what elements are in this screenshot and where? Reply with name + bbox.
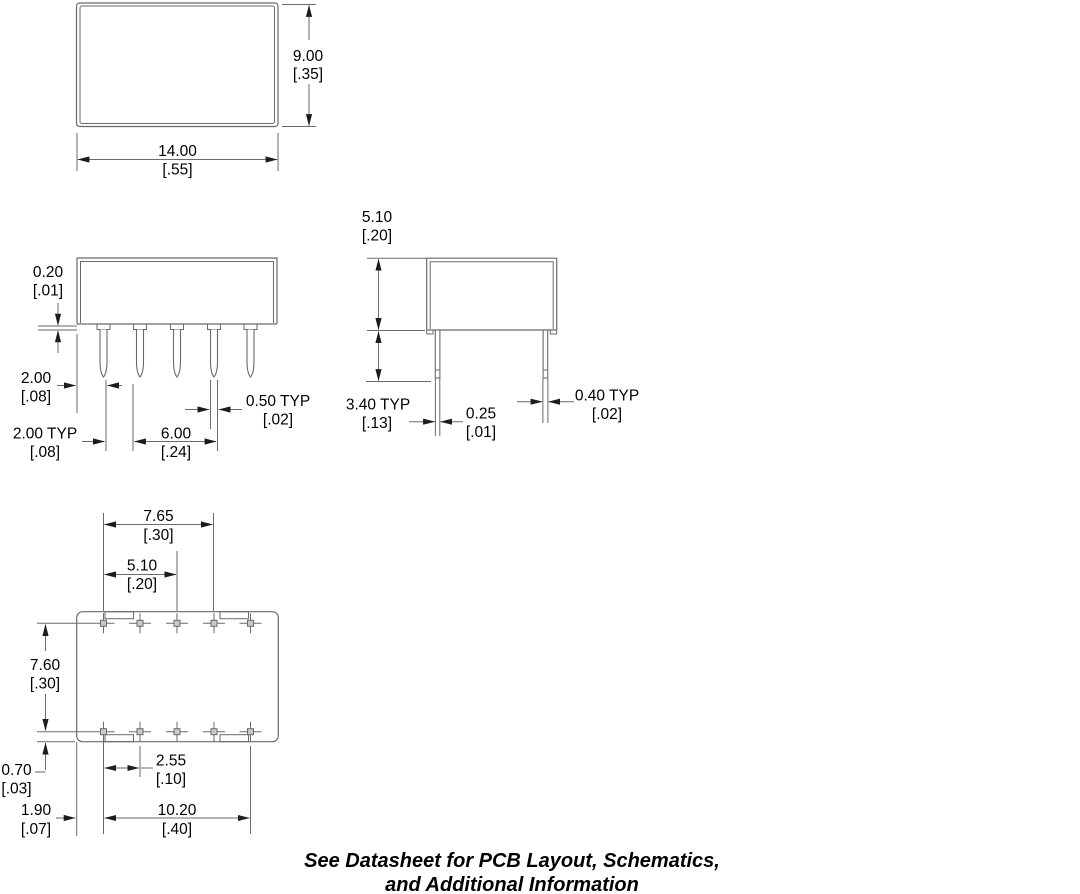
side-view-body-outline [426, 257, 558, 330]
pin-pad [239, 721, 262, 742]
side-view: 5.10 [.20] 3.40 TYP [.13] 0.25 [.01] 0.4… [346, 209, 639, 441]
dim-bottom-total-span-in: [.40] [162, 821, 192, 838]
top-view-body-outline [75, 2, 279, 128]
dim-bottom-edge-offset-mm: 0.70 [1, 762, 32, 779]
dim-front-span-mm: 6.00 [161, 426, 192, 443]
dim-front-pitch-mm: 2.00 TYP [13, 426, 77, 443]
pin-pad [92, 613, 115, 634]
dim-bottom-total-span-mm: 10.20 [158, 802, 197, 819]
dim-bottom-row-space-mm: 7.60 [30, 657, 61, 674]
dim-bottom-inner-span-in: [.20] [127, 576, 157, 593]
dim-front-pin-width-in: [.02] [263, 412, 293, 429]
pin-pad [203, 613, 225, 634]
pin-pad [239, 613, 262, 634]
footer-note-line1: See Datasheet for PCB Layout, Schematics… [304, 850, 720, 872]
dim-front-edge-pin-mm: 2.00 [21, 370, 52, 387]
dim-bottom-outer-span-in: [.30] [143, 527, 173, 544]
pin-pad [203, 721, 225, 742]
dim-bottom-edge-pin-mm: 1.90 [21, 802, 52, 819]
dim-front-standoff-mm: 0.20 [33, 264, 64, 281]
pin-pad [166, 721, 188, 742]
dim-top-height-in: [.35] [293, 66, 323, 83]
dim-bottom-outer-span-mm: 7.65 [143, 508, 173, 525]
pin-pad [166, 613, 188, 634]
dim-bottom-row-space-in: [.30] [30, 676, 60, 693]
dim-side-pin-thickness-mm: 0.25 [466, 406, 496, 423]
dim-side-height-mm: 5.10 [362, 209, 393, 226]
dim-side-pin-width-in: [.02] [592, 406, 622, 423]
dim-top-height-mm: 9.00 [293, 48, 324, 65]
side-view-left-foot [426, 329, 434, 335]
dim-front-edge-pin-in: [.08] [21, 389, 51, 406]
dim-side-pin-length-mm: 3.40 TYP [346, 397, 410, 414]
side-view-right-foot [549, 329, 558, 335]
dim-side-pin-width-mm: 0.40 TYP [575, 388, 639, 405]
dim-front-pitch-in: [.08] [30, 444, 60, 461]
bottom-view-notch [219, 611, 249, 620]
pin-pad [92, 721, 115, 742]
pin-pad [129, 613, 151, 634]
front-view-body-inner-line [80, 261, 274, 323]
front-view-body-outline [76, 257, 278, 324]
pin-pad-grid [92, 613, 262, 742]
footer-note: See Datasheet for PCB Layout, Schematics… [304, 850, 720, 894]
dim-front-standoff-in: [.01] [33, 283, 63, 300]
front-view: 0.20 [.01] 2.00 [.08] 0.50 TYP [.02] 2.0… [13, 257, 310, 461]
bottom-view-notch [219, 734, 249, 743]
dim-side-pin-length-in: [.13] [362, 415, 392, 432]
dim-front-span-in: [.24] [161, 444, 191, 461]
dim-front-pin-width-mm: 0.50 TYP [246, 393, 310, 410]
dim-side-pin-thickness-in: [.01] [466, 424, 496, 441]
dim-top-width-in: [.55] [162, 162, 192, 179]
footer-note-line2: and Additional Information [385, 874, 639, 894]
dim-bottom-inner-span-mm: 5.10 [127, 558, 158, 575]
top-view-body-inner-line [79, 5, 275, 124]
bottom-view-notch [104, 734, 134, 743]
dim-bottom-pitch-mm: 2.55 [156, 753, 186, 770]
dim-top-width-mm: 14.00 [158, 143, 197, 160]
dim-bottom-edge-offset-in: [.03] [1, 781, 31, 798]
pin-pad [129, 721, 151, 742]
top-view: 9.00 [.35] 14.00 [.55] [75, 2, 324, 179]
dim-bottom-edge-pin-in: [.07] [21, 821, 51, 838]
dim-bottom-pitch-in: [.10] [156, 771, 186, 788]
bottom-view-notch [104, 611, 134, 620]
side-view-pins [434, 329, 549, 379]
side-view-body-inner-line [429, 261, 554, 329]
front-view-pins [99, 329, 255, 378]
bottom-view: 7.65 [.30] 5.10 [.20] 7.60 [.30] 0.70 [.… [1, 508, 279, 838]
dim-side-height-in: [.20] [362, 228, 392, 245]
